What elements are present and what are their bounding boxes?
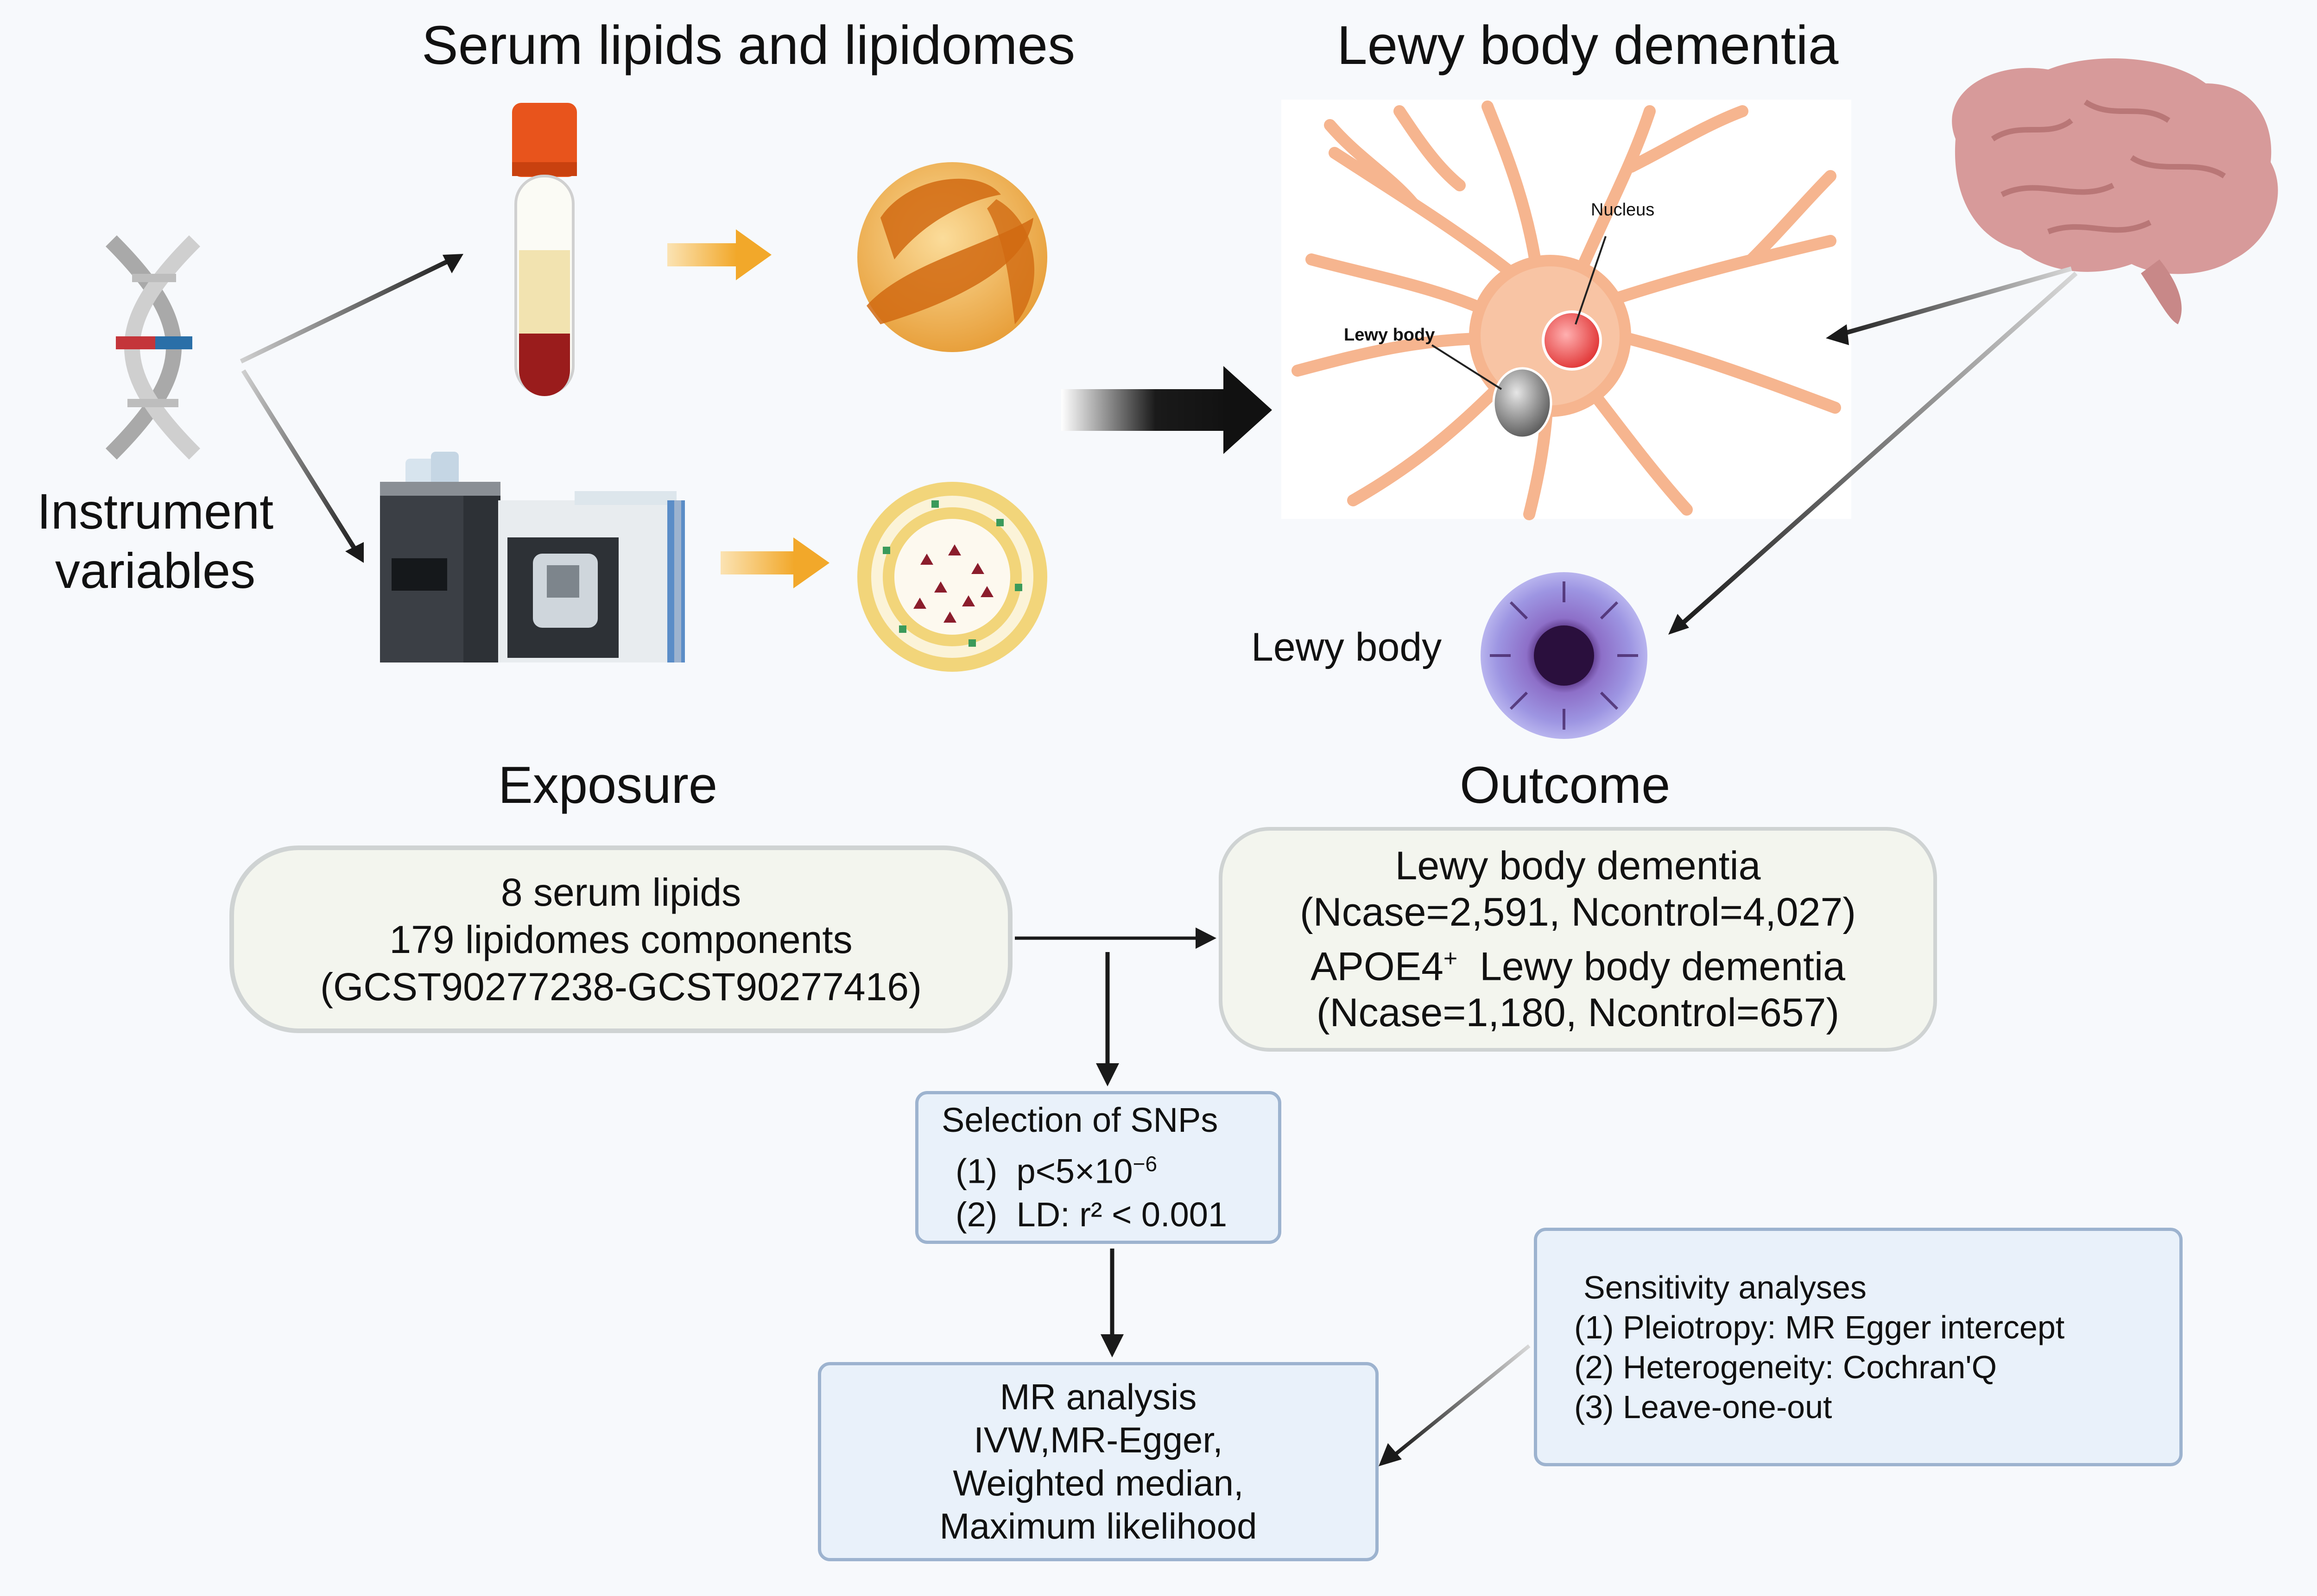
snp-title: Selection of SNPs [942, 1100, 1218, 1139]
exposure-line: (GCST90277238-GCST90277416) [320, 965, 922, 1009]
outcome-line: (Ncase=2,591, Ncontrol=4,027) [1300, 889, 1856, 934]
outcome-line: (Ncase=1,180, Ncontrol=657) [1316, 990, 1840, 1035]
snp-criterion-1-text: (1) p<5×10 [956, 1152, 1133, 1191]
neuron-lewy-body-label: Lewy body [1344, 325, 1435, 345]
dna-label-line: Instrument [37, 483, 274, 539]
mr-line: Maximum likelihood [939, 1506, 1257, 1546]
snp-to-mr-arrow [1101, 1249, 1124, 1357]
sensitivity-item: (2) Heterogeneity: Cochran'Q [1574, 1349, 1997, 1385]
instrument-variables-label: Instrument variables [25, 482, 285, 600]
liposome-icon [857, 482, 1047, 672]
exposure-line: 8 serum lipids [500, 870, 741, 914]
orange-arrow-bottom [721, 537, 829, 588]
dna-label-line: variables [55, 543, 256, 599]
sensitivity-to-mr-arrow [1379, 1344, 1531, 1466]
blood-tube-icon [512, 103, 577, 396]
exposure-line: 179 lipidomes components [389, 917, 853, 961]
outcome-heading: Outcome [1460, 756, 1671, 814]
snp-selection-box: Selection of SNPs (1) p<5×10−6 (2) LD: r… [915, 1091, 1281, 1244]
mr-line: IVW,MR-Egger, [974, 1419, 1223, 1460]
dna-to-machine-arrow [241, 369, 364, 563]
mass-spectrometer-icon [380, 452, 685, 662]
snp-criterion-1-exponent: −6 [1133, 1151, 1158, 1176]
mr-line: Weighted median, [953, 1463, 1244, 1503]
apoe4-superscript: + [1443, 945, 1458, 972]
neuron-illustration [1281, 100, 1851, 520]
outcome-line-apoe4: APOE4+ Lewy body dementia [1310, 935, 1845, 990]
exposure-to-outcome-arrow [1015, 927, 1216, 949]
exposure-to-snp-arrow [1096, 952, 1119, 1086]
lipoprotein-icon [857, 162, 1047, 352]
brain-icon [1952, 58, 2278, 324]
apoe4-text: APOE4 [1310, 944, 1443, 989]
lewy-body-icon [1481, 572, 1647, 739]
dna-icon [105, 235, 201, 460]
exposure-heading: Exposure [498, 756, 718, 814]
sensitivity-item: (3) Leave-one-out [1574, 1388, 1832, 1425]
mr-analysis-box: MR analysis IVW,MR-Egger, Weighted media… [818, 1362, 1379, 1561]
outcome-box: Lewy body dementia (Ncase=2,591, Ncontro… [1219, 827, 1937, 1052]
snp-criterion-2: (2) LD: r² < 0.001 [956, 1195, 1228, 1234]
brain-to-lewy-arrow [1668, 271, 2078, 635]
big-arrow [1061, 366, 1272, 454]
mr-line: MR analysis [1000, 1376, 1197, 1417]
orange-arrow-top [667, 229, 772, 280]
lewy-body-label: Lewy body [1251, 625, 1442, 669]
lbd-title: Lewy body dementia [1337, 15, 1839, 76]
brain-to-neuron-arrow [1826, 266, 2072, 345]
sensitivity-item: (1) Pleiotropy: MR Egger intercept [1574, 1309, 2065, 1345]
sensitivity-title: Sensitivity analyses [1583, 1269, 1867, 1306]
sensitivity-box: Sensitivity analyses (1) Pleiotropy: MR … [1534, 1228, 2183, 1466]
dna-to-tube-arrow [240, 254, 463, 364]
apoe4-suffix: Lewy body dementia [1457, 944, 1845, 989]
exposure-box: 8 serum lipids 179 lipidomes components … [229, 845, 1013, 1033]
nucleus-label: Nucleus [1591, 200, 1655, 220]
serum-title: Serum lipids and lipidomes [422, 15, 1076, 76]
snp-criterion-1: (1) p<5×10−6 [942, 1142, 1157, 1193]
outcome-line: Lewy body dementia [1395, 843, 1761, 888]
